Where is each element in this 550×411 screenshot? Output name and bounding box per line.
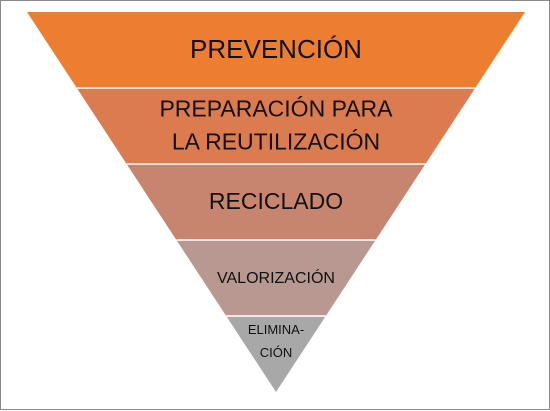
pyramid-label-2-line-1: PREPARACIÓN PARA xyxy=(159,96,393,122)
pyramid-band-5 xyxy=(226,316,326,392)
pyramid-label-5-line-1: ELIMINA- xyxy=(248,322,304,337)
pyramid-label-4-line-1: VALORIZACIÓN xyxy=(217,268,335,287)
pyramid-band-3 xyxy=(126,164,426,240)
pyramid-labels: PREVENCIÓN PREPARACIÓN PARA LA REUTILIZACI… xyxy=(159,34,393,360)
pyramid-band-2 xyxy=(76,88,476,164)
pyramid-label-3-line-1: RECICLADO xyxy=(209,188,343,214)
pyramid-label-2-line-2: LA REUTILIZACIÓN xyxy=(172,129,380,155)
pyramid-bands xyxy=(27,12,525,392)
pyramid-dividers xyxy=(76,87,476,317)
pyramid-band-1 xyxy=(27,12,525,88)
pyramid-label-1-line-1: PREVENCIÓN xyxy=(190,34,362,64)
pyramid-band-4 xyxy=(176,240,376,316)
pyramid-label-5-line-2: CIÓN xyxy=(260,345,293,360)
